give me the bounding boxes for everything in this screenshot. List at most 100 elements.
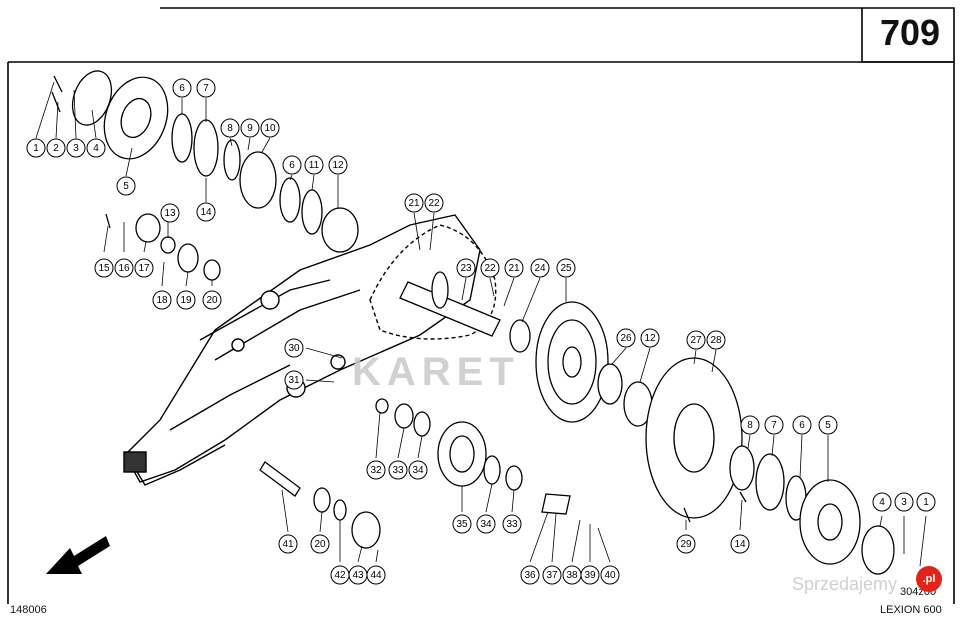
- callout-circle: [196, 202, 216, 222]
- callout-16: 16: [114, 258, 134, 278]
- callout-number: 13: [164, 208, 176, 219]
- callout-circle: [872, 492, 892, 512]
- callout-5: 5: [116, 176, 136, 196]
- callout-circle: [134, 258, 154, 278]
- callout-circle: [556, 258, 576, 278]
- callout-20: 20: [310, 534, 330, 554]
- watermark-badge: .pl: [916, 566, 942, 592]
- callout-36: 36: [520, 565, 540, 585]
- callout-number: 38: [566, 570, 578, 581]
- callout-number: 14: [734, 539, 746, 550]
- callout-number: 43: [352, 570, 364, 581]
- callout-3: 3: [894, 492, 914, 512]
- callout-number: 1: [33, 143, 39, 154]
- callout-number: 34: [480, 519, 492, 530]
- watermark-site: Sprzedajemy: [792, 574, 898, 594]
- callout-circle: [116, 176, 136, 196]
- callout-circle: [456, 258, 476, 278]
- callout-circle: [176, 290, 196, 310]
- callout-number: 2: [53, 143, 59, 154]
- callout-14: 14: [730, 534, 750, 554]
- callout-33: 33: [388, 460, 408, 480]
- callout-circle: [530, 258, 550, 278]
- callout-number: 7: [771, 420, 777, 431]
- callout-9: 9: [240, 118, 260, 138]
- callout-number: 6: [289, 160, 295, 171]
- callout-number: 44: [370, 570, 382, 581]
- callout-4: 4: [872, 492, 892, 512]
- callout-5: 5: [818, 415, 838, 435]
- callout-number: 21: [508, 263, 520, 274]
- callout-number: 18: [156, 295, 168, 306]
- callout-43: 43: [348, 565, 368, 585]
- callout-number: 20: [314, 539, 326, 550]
- callout-10: 10: [260, 118, 280, 138]
- callout-12: 12: [328, 155, 348, 175]
- callout-number: 16: [118, 263, 130, 274]
- callout-circle: [202, 290, 222, 310]
- callout-number: 19: [180, 295, 192, 306]
- callout-number: 27: [690, 335, 702, 346]
- callout-number: 10: [264, 123, 276, 134]
- callout-11: 11: [304, 155, 324, 175]
- callout-7: 7: [764, 415, 784, 435]
- callout-number: 4: [93, 143, 99, 154]
- callout-number: 6: [799, 420, 805, 431]
- callout-circle: [640, 328, 660, 348]
- callout-circle: [310, 534, 330, 554]
- callout-circle: [894, 492, 914, 512]
- callout-circle: [366, 565, 386, 585]
- callout-number: 25: [560, 263, 572, 274]
- callout-number: 7: [203, 83, 209, 94]
- callout-number: 40: [604, 570, 616, 581]
- callout-44: 44: [366, 565, 386, 585]
- callout-circle: [740, 415, 760, 435]
- callout-number: 20: [206, 295, 218, 306]
- callout-circle: [676, 534, 696, 554]
- callout-number: 14: [200, 207, 212, 218]
- callout-22: 22: [480, 258, 500, 278]
- callout-22: 22: [424, 193, 444, 213]
- callout-circle: [424, 193, 444, 213]
- callout-number: 28: [710, 335, 722, 346]
- callout-circle: [542, 565, 562, 585]
- callout-number: 37: [546, 570, 558, 581]
- page-number: 709: [879, 12, 941, 53]
- callout-33: 33: [502, 514, 522, 534]
- callout-number: 17: [138, 263, 150, 274]
- callout-number: 3: [901, 497, 907, 508]
- callout-number: 3: [73, 143, 79, 154]
- callout-number: 42: [334, 570, 346, 581]
- callout-number: 30: [288, 343, 300, 354]
- callout-15: 15: [94, 258, 114, 278]
- callout-circle: [278, 534, 298, 554]
- callout-number: 24: [534, 263, 546, 274]
- callout-circle: [404, 193, 424, 213]
- callout-circle: [152, 290, 172, 310]
- callout-6: 6: [282, 155, 302, 175]
- callout-1: 1: [916, 492, 936, 512]
- callout-24: 24: [530, 258, 550, 278]
- callout-circle: [26, 138, 46, 158]
- callout-circle: [86, 138, 106, 158]
- callout-circle: [240, 118, 260, 138]
- callout-circle: [504, 258, 524, 278]
- callout-circle: [616, 328, 636, 348]
- callout-circle: [66, 138, 86, 158]
- leader-lines: [35, 81, 927, 567]
- callout-number: 22: [484, 263, 496, 274]
- hub-flange-right: [645, 357, 895, 575]
- callout-40: 40: [600, 565, 620, 585]
- callout-12: 12: [640, 328, 660, 348]
- callout-circle: [730, 534, 750, 554]
- callout-circle: [706, 330, 726, 350]
- hub-flange-left: [51, 70, 359, 281]
- callout-42: 42: [330, 565, 350, 585]
- callout-circle: [580, 565, 600, 585]
- callout-circle: [916, 492, 936, 512]
- callout-number: 33: [392, 465, 404, 476]
- callout-circle: [46, 138, 66, 158]
- callout-1: 1: [26, 138, 46, 158]
